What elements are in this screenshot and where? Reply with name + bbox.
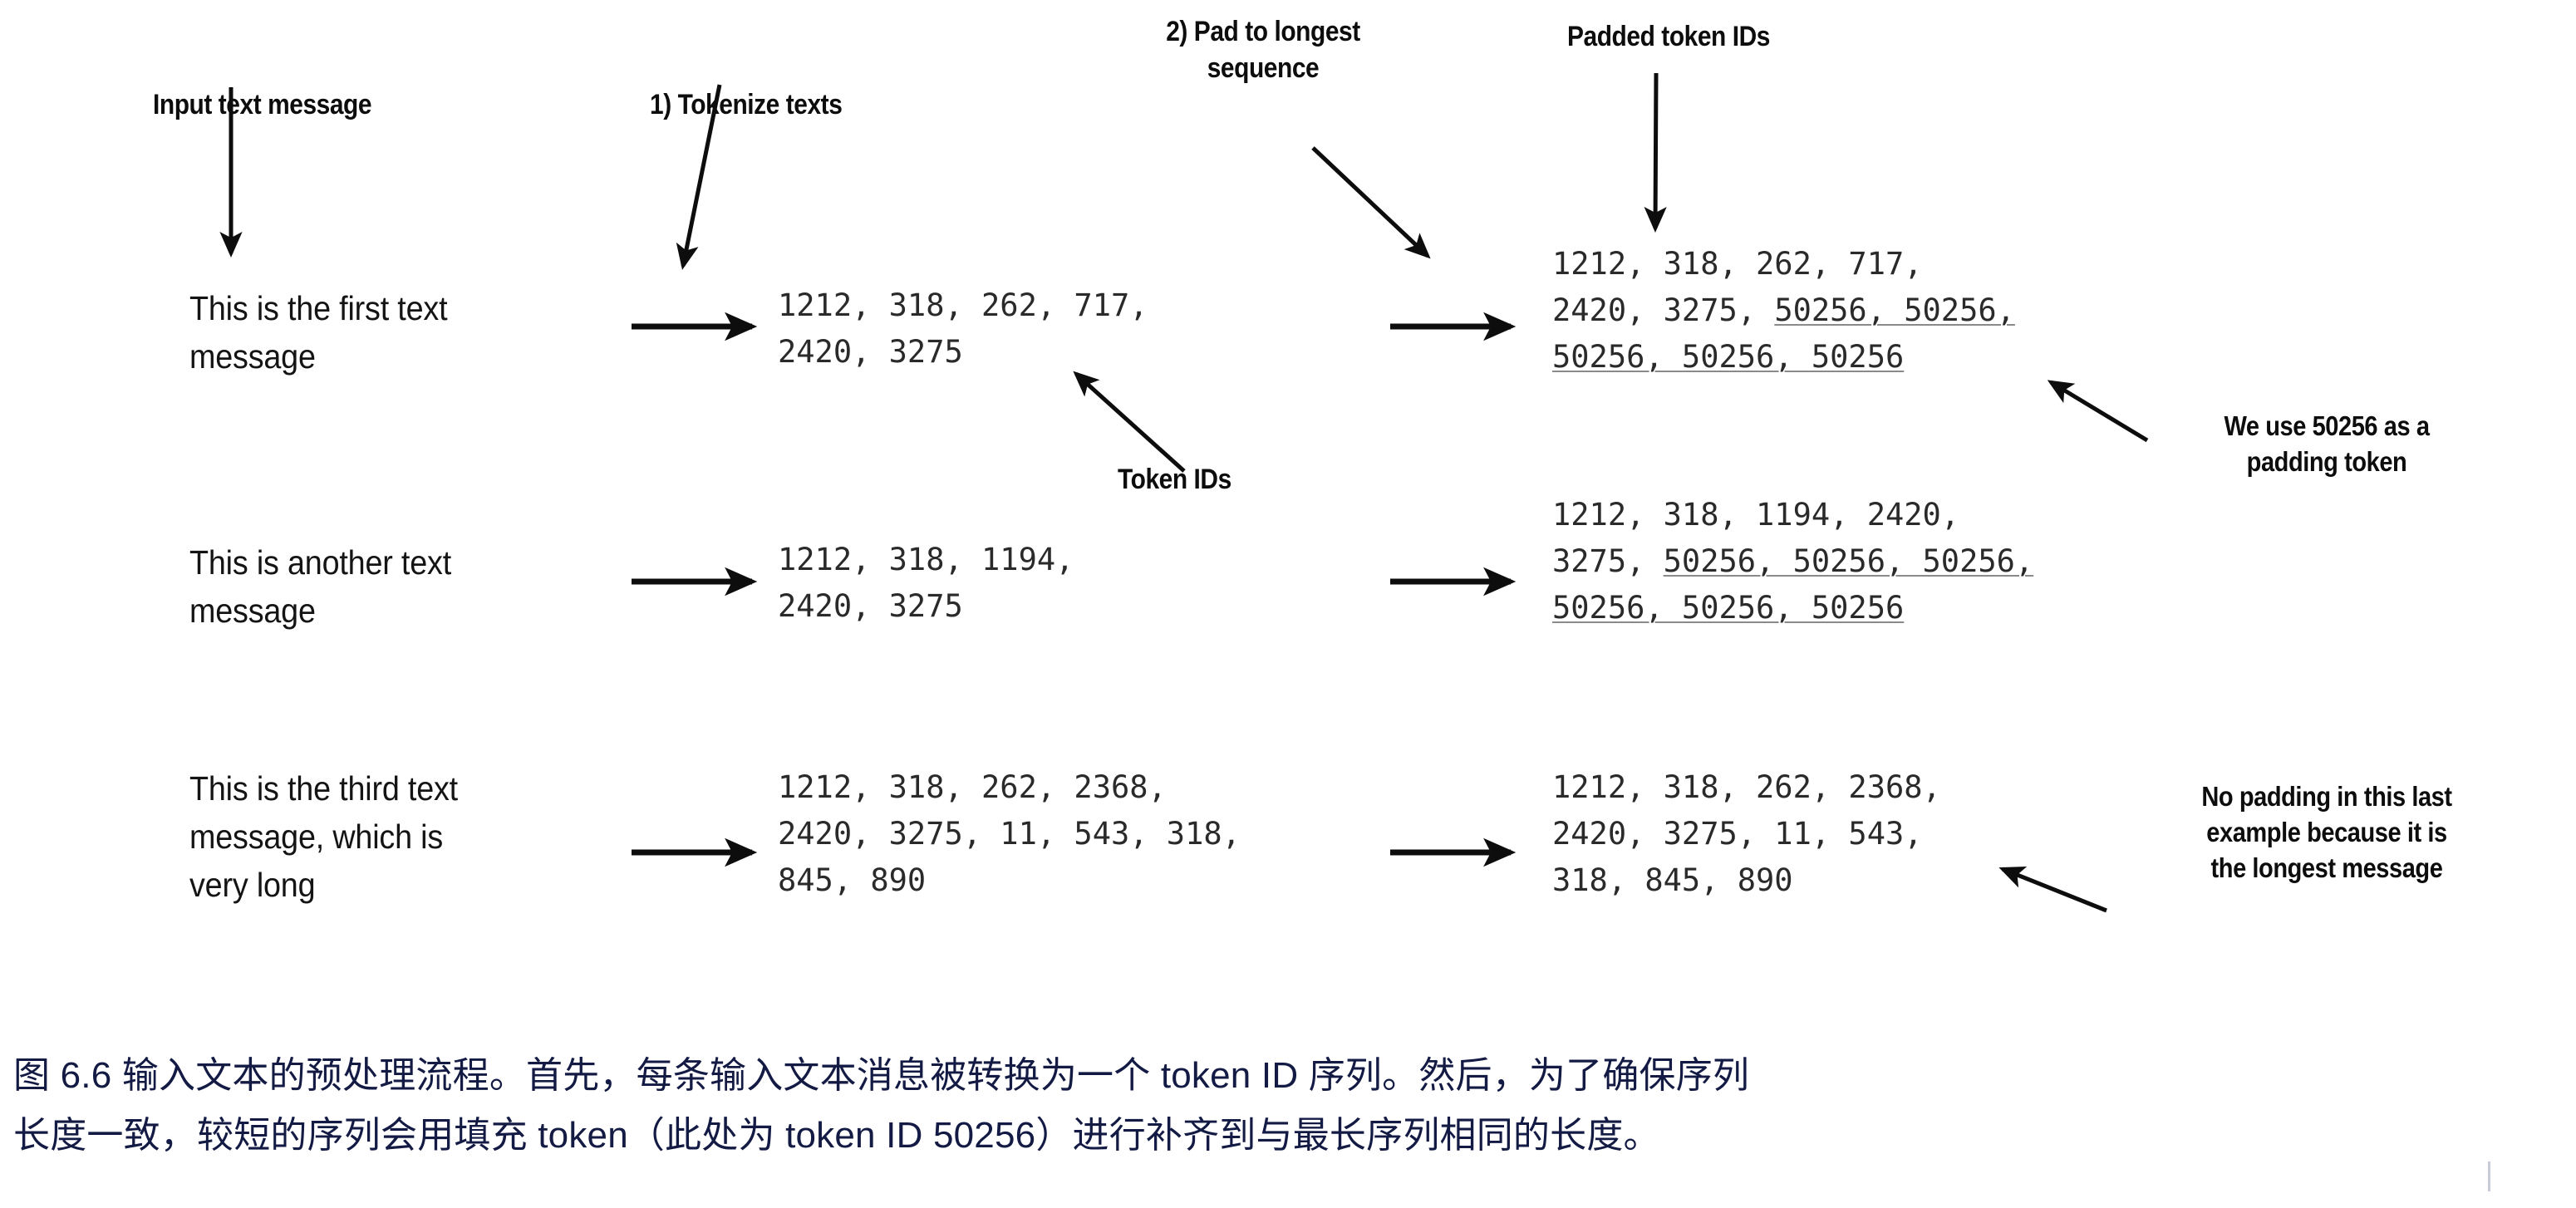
arrow-padded-label [1644,72,1667,233]
padded-token-ids-label: Padded token IDs [1567,21,1771,52]
padded-token-ids-1: 1212, 318, 262, 717, 2420, 3275, 50256, … [1552,241,2184,381]
figure-caption-line-1: 图 6.6 输入文本的预处理流程。首先，每条输入文本消息被转换为一个 token… [13,1055,1750,1096]
step-2-pad-label: 2) Pad to longest sequence [1166,16,1360,85]
token-ids-3: 1212, 318, 262, 2368, 2420, 3275, 11, 54… [778,769,1241,899]
input-text-message-label: Input text message [153,89,372,120]
padded-token-ids-3: 1212, 318, 262, 2368, 2420, 3275, 11, 54… [1552,764,2209,905]
padding-token-note: We use 50256 as a padding token [2224,410,2430,477]
padding-tokens-1: 50256, 50256, 50256, 50256, 50256 [1552,292,2015,376]
input-message-1: This is the first text message [189,289,448,376]
step-1-tokenize-label: 1) Tokenize texts [650,89,843,120]
token-ids-1: 1212, 318, 262, 717, 2420, 3275 [778,287,1148,371]
input-message-2: This is another text message [189,543,451,631]
padding-tokens-2: 50256, 50256, 50256, 50256, 50256, 50256 [1552,543,2034,626]
arrow-pad-label [1311,146,1431,259]
page-edge-rule [2488,1161,2490,1191]
figure-caption-line-2: 长度一致，较短的序列会用填充 token（此处为 token ID 50256）… [13,1115,1660,1156]
padded-token-ids-2: 1212, 318, 1194, 2420, 3275, 50256, 5025… [1552,492,2209,632]
arrow-pad-note [2047,380,2149,443]
no-padding-note: No padding in this last example because … [2201,781,2452,883]
token-ids-label: Token IDs [1118,464,1231,495]
padded-prefix-2: 1212, 318, 1194, 2420, 3275, [1552,497,1960,580]
padded-prefix-1: 1212, 318, 262, 717, 2420, 3275, [1552,246,1923,329]
input-message-3: This is the third text message, which is… [189,769,458,905]
arrow-token-ids-label [1073,371,1186,473]
padded-prefix-3: 1212, 318, 262, 2368, 2420, 3275, 11, 54… [1552,769,1941,899]
token-ids-2: 1212, 318, 1194, 2420, 3275 [778,542,1074,625]
